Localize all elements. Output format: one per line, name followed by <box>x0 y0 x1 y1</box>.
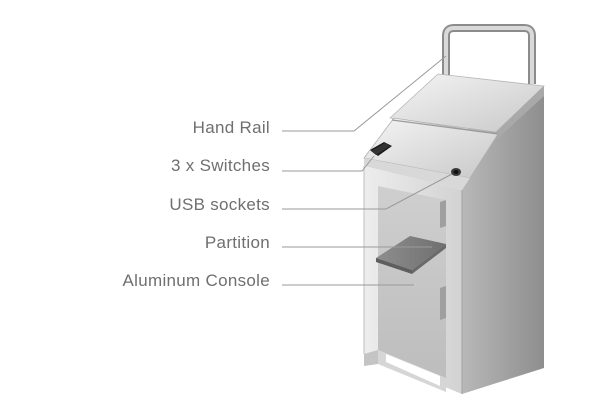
console-right-side <box>462 86 544 394</box>
partition-shelf-part <box>376 236 446 274</box>
switch-panel-part <box>370 142 392 156</box>
inner-slot-lower <box>440 286 446 320</box>
callout-label-hand-rail: Hand Rail <box>192 118 270 137</box>
callout-label-usb-sockets: USB sockets <box>169 195 270 214</box>
callout-label-switches: 3 x Switches <box>170 156 270 175</box>
leader-lines <box>282 55 453 286</box>
control-panel-front-edge <box>364 158 470 190</box>
callout-label-aluminum-console: Aluminum Console <box>122 271 270 290</box>
leader-line-hand-rail <box>282 55 447 132</box>
callout-label-partition: Partition <box>204 233 270 252</box>
usb-socket-part <box>451 168 461 176</box>
rear-top-cover-edge <box>496 86 544 138</box>
inner-slot-upper <box>440 200 446 228</box>
leader-line-switches <box>282 155 375 172</box>
bottom-frame-part <box>364 350 446 392</box>
leader-line-usb-sockets <box>282 173 453 210</box>
panel-seam <box>391 119 499 135</box>
hand-rail-part <box>442 24 536 84</box>
console-cavity <box>378 186 446 378</box>
